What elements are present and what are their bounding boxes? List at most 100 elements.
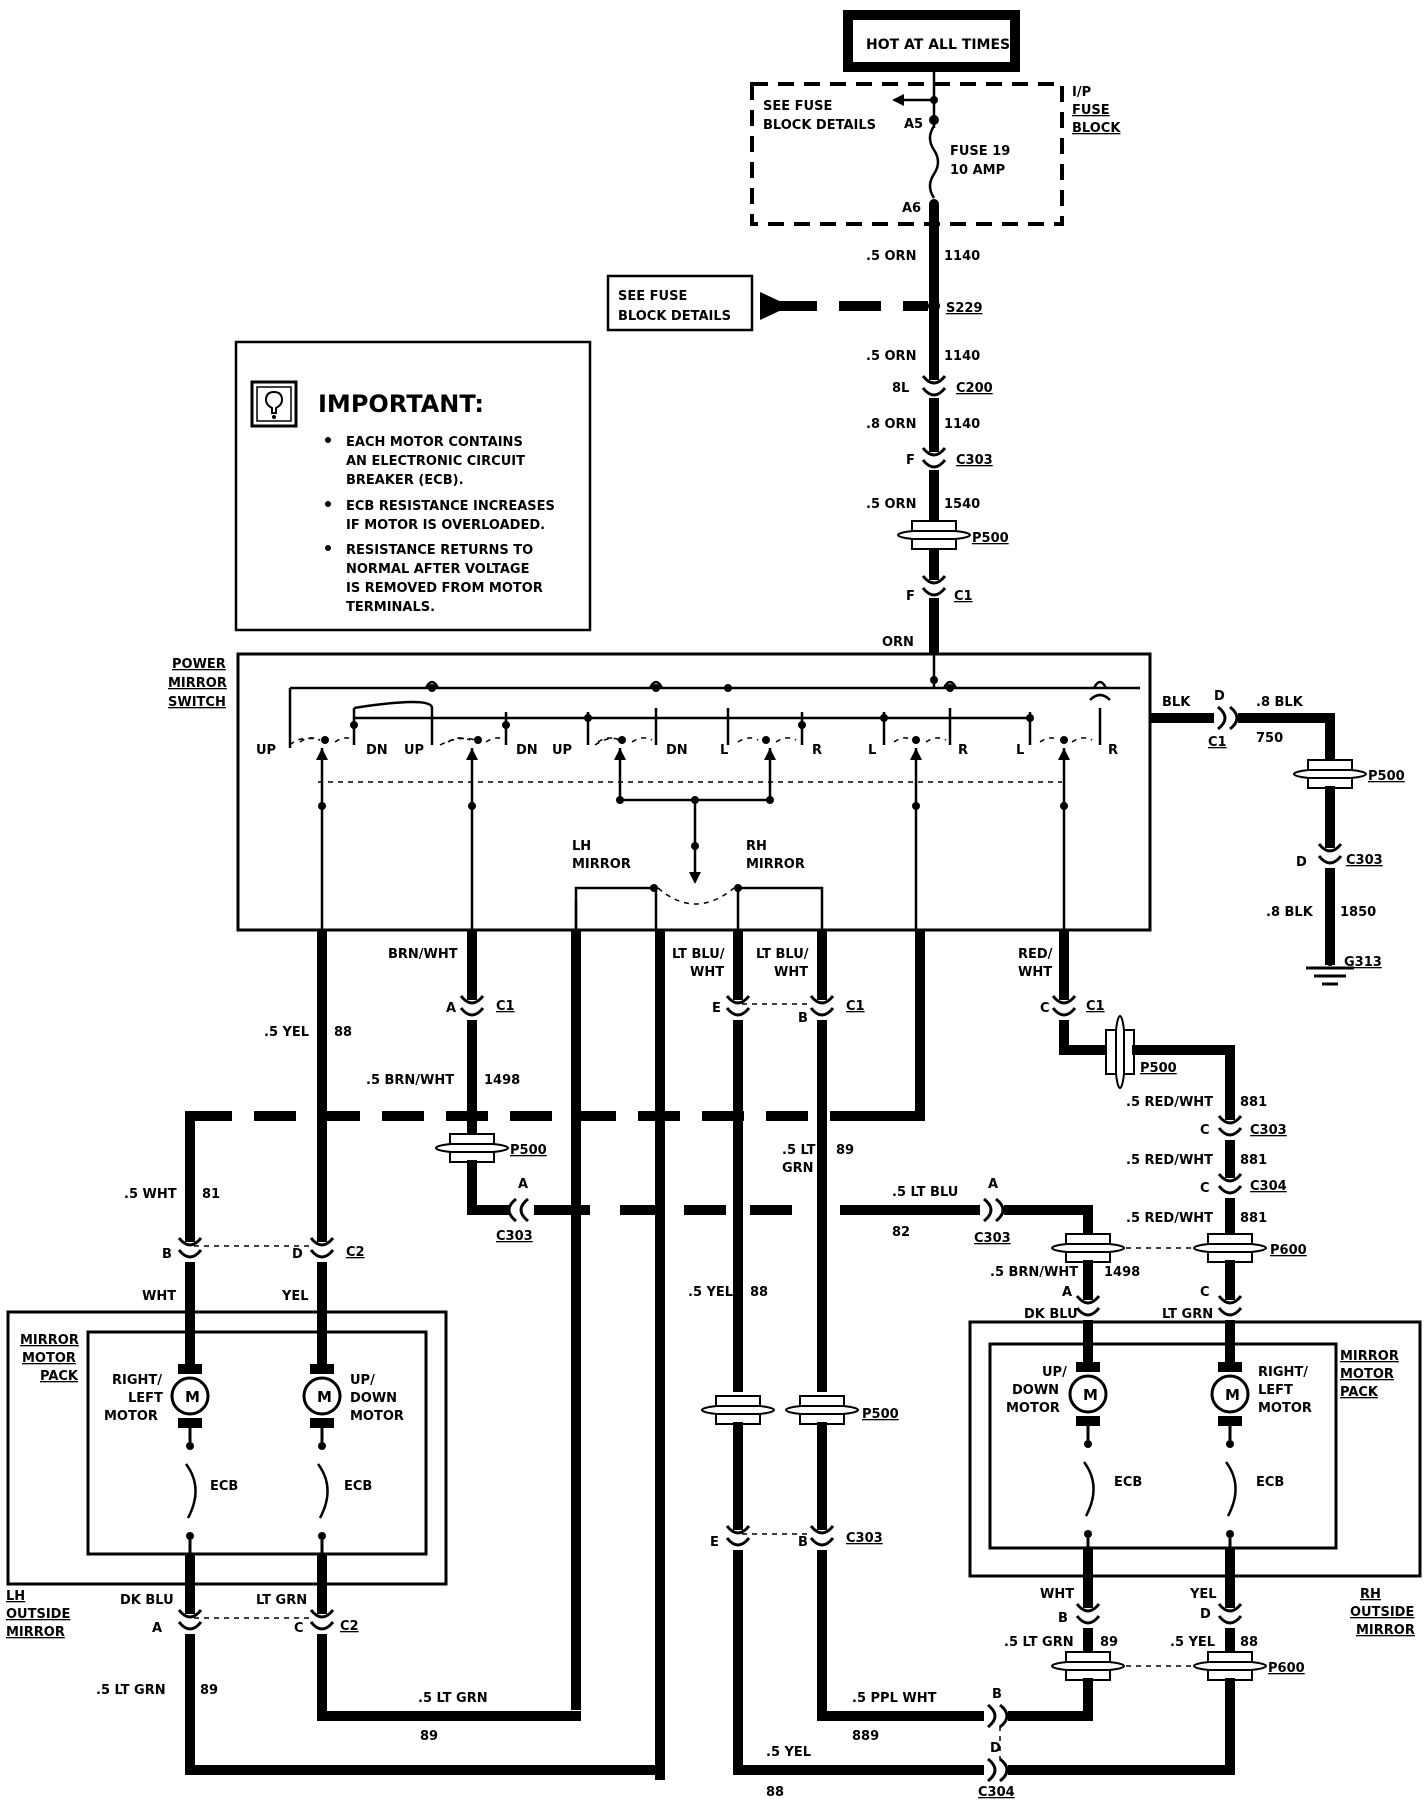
svg-text:UP: UP (552, 743, 572, 758)
svg-text:S229: S229 (946, 301, 983, 316)
see-fuse-box: SEE FUSE BLOCK DETAILS (606, 274, 754, 332)
svg-text:.5 BRN/WHT: .5 BRN/WHT (366, 1073, 454, 1088)
svg-text:.5 WHT: .5 WHT (124, 1187, 177, 1202)
svg-text:F: F (906, 453, 915, 468)
svg-text:SEE FUSE: SEE FUSE (618, 289, 687, 304)
svg-text:M: M (1225, 1386, 1240, 1404)
svg-text:GRN: GRN (782, 1161, 814, 1176)
svg-text:R: R (958, 743, 968, 758)
svg-text:1498: 1498 (484, 1073, 520, 1088)
svg-text:OUTSIDE: OUTSIDE (1350, 1605, 1414, 1620)
svg-text:.5 PPL WHT: .5 PPL WHT (852, 1691, 937, 1706)
svg-text:A: A (446, 1001, 456, 1016)
svg-text:P500: P500 (1140, 1061, 1177, 1076)
important-note: IMPORTANT: EACH MOTOR CONTAINS AN ELECTR… (234, 340, 592, 632)
svg-text:YEL: YEL (1189, 1587, 1217, 1602)
svg-text:E: E (712, 1001, 721, 1016)
hot-at-all-times-box: HOT AT ALL TIMES (843, 10, 1020, 72)
svg-text:.5 ORN: .5 ORN (866, 249, 916, 264)
svg-text:BREAKER (ECB).: BREAKER (ECB). (346, 473, 464, 488)
svg-text:P500: P500 (862, 1407, 899, 1422)
svg-text:RESISTANCE RETURNS TO: RESISTANCE RETURNS TO (346, 543, 533, 558)
svg-text:MOTOR: MOTOR (22, 1351, 76, 1366)
fuse-block: SEE FUSE BLOCK DETAILS A5 FUSE 19 10 AMP… (750, 72, 1121, 226)
svg-text:MIRROR: MIRROR (1340, 1349, 1399, 1364)
svg-text:C1: C1 (954, 589, 973, 604)
svg-text:.8 BLK: .8 BLK (1266, 905, 1314, 920)
svg-text:A: A (988, 1177, 998, 1192)
svg-text:A5: A5 (904, 117, 923, 132)
svg-text:C1: C1 (496, 999, 515, 1014)
svg-text:C2: C2 (346, 1245, 365, 1260)
svg-text:.5 BRN/WHT: .5 BRN/WHT (990, 1265, 1078, 1280)
svg-text:C: C (1200, 1181, 1210, 1196)
svg-text:.5 YEL: .5 YEL (1170, 1635, 1215, 1650)
svg-text:UP/: UP/ (350, 1373, 375, 1388)
svg-text:89: 89 (200, 1683, 218, 1698)
svg-text:A: A (152, 1621, 162, 1636)
svg-text:C303: C303 (1346, 853, 1383, 868)
svg-text:.5 ORN: .5 ORN (866, 497, 916, 512)
svg-text:IF MOTOR IS OVERLOADED.: IF MOTOR IS OVERLOADED. (346, 518, 545, 533)
rh-mirror: P600 A C .5 BRN/WHT 1498 DK BLU LT GRN M… (733, 1233, 1422, 1800)
svg-text:RIGHT/: RIGHT/ (112, 1373, 162, 1388)
svg-text:ECB: ECB (1114, 1475, 1142, 1490)
svg-text:1140: 1140 (944, 349, 980, 364)
svg-text:L: L (1016, 743, 1024, 758)
svg-text:DN: DN (516, 743, 538, 758)
svg-text:LEFT: LEFT (128, 1391, 163, 1406)
svg-text:D: D (1296, 855, 1307, 870)
svg-text:M: M (317, 1388, 332, 1406)
svg-text:G313: G313 (1344, 955, 1382, 970)
svg-text:YEL: YEL (281, 1289, 309, 1304)
svg-text:.5 LT BLU: .5 LT BLU (892, 1185, 958, 1200)
svg-text:.5 LT: .5 LT (782, 1143, 816, 1158)
svg-text:1850: 1850 (1340, 905, 1376, 920)
svg-text:.8 BLK: .8 BLK (1256, 695, 1304, 710)
ground-branch: BLK D C1 .8 BLK 750 P500 D C303 .8 BLK 1… (1150, 689, 1405, 986)
svg-text:MIRROR: MIRROR (6, 1625, 65, 1640)
svg-text:EACH MOTOR CONTAINS: EACH MOTOR CONTAINS (346, 435, 523, 450)
svg-text:P500: P500 (972, 531, 1009, 546)
svg-text:UP: UP (404, 743, 424, 758)
svg-text:RH: RH (746, 839, 767, 854)
svg-text:.5 YEL: .5 YEL (766, 1745, 811, 1760)
svg-text:89: 89 (420, 1729, 438, 1744)
svg-text:MIRROR: MIRROR (1356, 1623, 1415, 1638)
svg-text:881: 881 (1240, 1153, 1267, 1168)
svg-text:LT BLU/: LT BLU/ (756, 947, 809, 962)
svg-text:8L: 8L (892, 381, 909, 396)
svg-text:81: 81 (202, 1187, 220, 1202)
svg-text:881: 881 (1240, 1211, 1267, 1226)
svg-text:UP: UP (256, 743, 276, 758)
svg-text:A6: A6 (902, 201, 921, 216)
svg-text:BLOCK DETAILS: BLOCK DETAILS (618, 309, 731, 324)
svg-text:BLK: BLK (1162, 695, 1191, 710)
svg-text:.5 RED/WHT: .5 RED/WHT (1126, 1095, 1213, 1110)
svg-text:D: D (1200, 1607, 1211, 1622)
svg-text:.5 LT GRN: .5 LT GRN (418, 1691, 488, 1706)
svg-text:889: 889 (852, 1729, 879, 1744)
svg-text:L: L (868, 743, 876, 758)
svg-text:C303: C303 (846, 1531, 883, 1546)
svg-text:B: B (162, 1247, 172, 1262)
svg-text:D: D (1214, 689, 1225, 704)
svg-text:SWITCH: SWITCH (168, 695, 226, 710)
svg-text:WHT: WHT (142, 1289, 176, 1304)
svg-text:LEFT: LEFT (1258, 1383, 1293, 1398)
svg-text:MOTOR: MOTOR (1006, 1401, 1060, 1416)
svg-text:TERMINALS.: TERMINALS. (346, 600, 435, 615)
svg-text:D: D (990, 1741, 1001, 1756)
svg-text:MIRROR: MIRROR (168, 676, 227, 691)
svg-text:RH: RH (1360, 1587, 1381, 1602)
svg-text:A: A (1062, 1285, 1072, 1300)
svg-text:BLOCK DETAILS: BLOCK DETAILS (763, 118, 876, 133)
svg-text:.5 YEL: .5 YEL (688, 1285, 733, 1300)
svg-text:L: L (720, 743, 728, 758)
svg-text:BLOCK: BLOCK (1072, 121, 1121, 136)
svg-text:DN: DN (666, 743, 688, 758)
svg-text:A: A (518, 1177, 528, 1192)
svg-text:C303: C303 (974, 1231, 1011, 1246)
svg-text:SEE FUSE: SEE FUSE (763, 99, 832, 114)
svg-text:.8 ORN: .8 ORN (866, 417, 916, 432)
